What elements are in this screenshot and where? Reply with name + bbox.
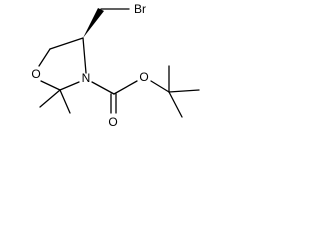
- bond-c4-n3: [82, 37, 87, 74]
- bond-c2-o1: [40, 80, 61, 91]
- bond-tbu-methyl-down: [168, 91, 183, 118]
- atom-label-ring-oxygen: O: [31, 67, 40, 81]
- bond-c2-methyl-a: [39, 89, 61, 108]
- atom-label-bromine: Br: [134, 2, 146, 16]
- bond-n3-c2: [59, 81, 80, 91]
- bond-tbu-methyl-right: [168, 89, 200, 93]
- oxazolidine-ring: [38, 37, 87, 91]
- bond-o1-c5: [38, 48, 51, 67]
- atom-label-ring-nitrogen: N: [82, 71, 91, 85]
- bond-c2-methyl-b: [59, 89, 71, 114]
- stereo-wedge-bond: [83, 8, 104, 38]
- chemical-structure: Br O N O O: [31, 2, 200, 129]
- bond-carbonyl-c-ester-o: [113, 80, 138, 95]
- bond-ester-o-quaternary-c: [150, 80, 170, 93]
- bond-c5-c4: [49, 37, 84, 50]
- atom-label-carbonyl-oxygen: O: [108, 115, 117, 129]
- bond-n3-carbonyl-c: [91, 81, 115, 95]
- atom-label-ester-oxygen: O: [139, 70, 148, 84]
